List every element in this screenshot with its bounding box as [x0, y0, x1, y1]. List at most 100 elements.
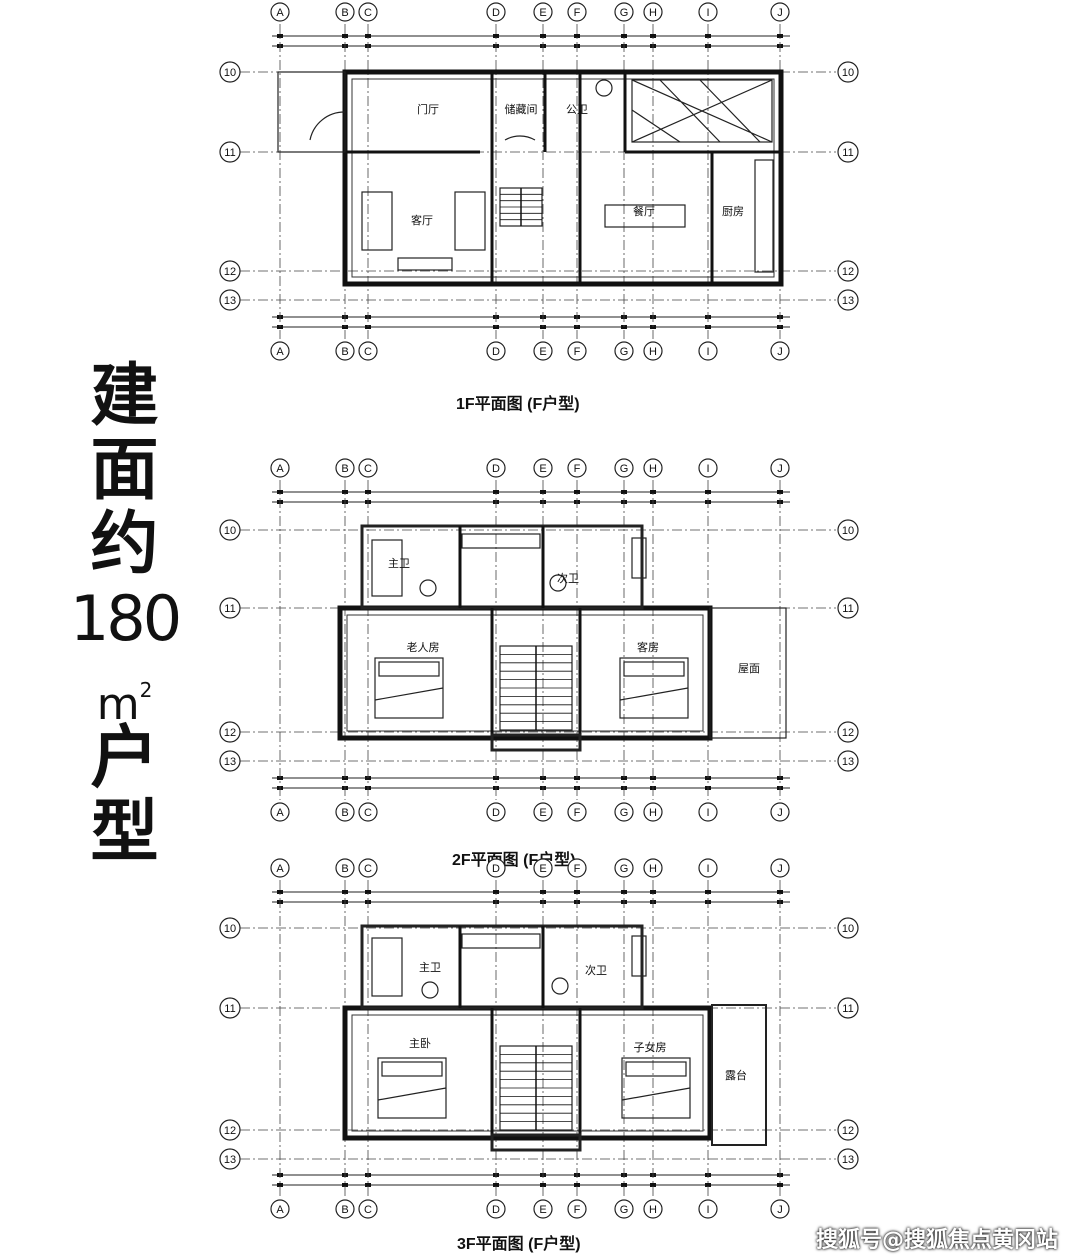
grid-column-label: C: [364, 1204, 372, 1216]
grid-column-label: G: [620, 807, 629, 819]
dimension-tick: [342, 1183, 348, 1187]
grid-column-label: C: [364, 346, 372, 358]
grid-column-label: I: [706, 7, 709, 19]
grid-column-label: H: [649, 863, 657, 875]
grid-column-marker: [270, 802, 290, 822]
bathroom-block: [360, 924, 644, 1010]
grid-column-label: J: [777, 863, 783, 875]
side-title-area-number: 180: [69, 582, 182, 655]
grid-column-marker: [770, 458, 790, 478]
dimension-tick: [621, 490, 627, 494]
grid-column-marker: [486, 458, 506, 478]
grid-column-label: A: [276, 863, 284, 875]
dimension-tick: [540, 890, 546, 894]
sofa: [361, 191, 393, 251]
dimension-tick: [574, 890, 580, 894]
dimension-tick: [621, 890, 627, 894]
bathtub: [371, 539, 403, 597]
grid-column-marker: [270, 1199, 290, 1219]
grid-row-marker: [837, 917, 859, 939]
grid-row-marker: [219, 750, 241, 772]
grid-column-marker: [698, 341, 718, 361]
grid-row-marker: [219, 141, 241, 163]
room-label: 主卧: [409, 1037, 431, 1050]
toilet: [421, 981, 439, 999]
grid-column-label: E: [539, 1204, 546, 1216]
dimension-tick: [365, 34, 371, 38]
grid-column-label: G: [620, 346, 629, 358]
grid-column-label: J: [777, 807, 783, 819]
grid-column-label: J: [777, 346, 783, 358]
bed-blanket: [374, 687, 444, 701]
grid-row-marker: [219, 1119, 241, 1141]
balcony-terrace: [711, 1004, 767, 1146]
kitchen-counter: [754, 159, 774, 273]
watermark: 搜狐号@搜狐焦点黄冈站: [815, 1228, 1058, 1253]
grid-column-marker: [358, 858, 378, 878]
grid-row-marker: [219, 260, 241, 282]
dimension-tick: [493, 890, 499, 894]
grid-row-marker: [219, 721, 241, 743]
grid-row-label: 10: [224, 923, 236, 935]
grid-row-marker: [837, 597, 859, 619]
grid-column-marker: [567, 1199, 587, 1219]
grid-row-marker: [837, 519, 859, 541]
grid-column-marker: [698, 858, 718, 878]
grid-column-marker: [643, 858, 663, 878]
grid-column-label: E: [539, 7, 546, 19]
room-label: 客厅: [411, 213, 433, 227]
grid-column-label: D: [492, 807, 500, 819]
side-title-char: 建: [90, 357, 159, 436]
grid-column-label: I: [706, 346, 709, 358]
grid-column-label: D: [492, 1204, 500, 1216]
grid-column-marker: [335, 458, 355, 478]
grid-column-marker: [358, 1199, 378, 1219]
grid-column-label: A: [276, 346, 284, 358]
dimension-tick: [277, 490, 283, 494]
grid-column-label: B: [341, 7, 348, 19]
grid-column-label: B: [341, 863, 348, 875]
grid-column-marker: [533, 2, 553, 22]
grid-column-marker: [270, 458, 290, 478]
room-label: 客房: [637, 640, 659, 654]
grid-column-marker: [567, 341, 587, 361]
grid-column-marker: [335, 1199, 355, 1219]
toilet: [549, 574, 567, 592]
grid-column-label: I: [706, 863, 709, 875]
room-label: 主卫: [419, 961, 441, 974]
grid-column-label: B: [341, 463, 348, 475]
grid-column-marker: [698, 458, 718, 478]
grid-column-marker: [567, 858, 587, 878]
grid-column-label: H: [649, 1204, 657, 1216]
grid-row-marker: [837, 260, 859, 282]
grid-column-label: C: [364, 807, 372, 819]
grid-row-marker: [219, 519, 241, 541]
interior-wall-line: [351, 1014, 704, 1132]
grid-column-label: E: [539, 463, 546, 475]
grid-row-label: 10: [842, 525, 854, 537]
grid-column-marker: [358, 2, 378, 22]
grid-column-marker: [643, 341, 663, 361]
grid-column-label: J: [777, 463, 783, 475]
grid-row-label: 13: [842, 1154, 854, 1166]
grid-row-label: 11: [842, 1003, 853, 1015]
room-label: 餐厅: [633, 204, 655, 218]
grid-column-marker: [335, 2, 355, 22]
shower-box: [631, 537, 647, 579]
grid-column-marker: [614, 1199, 634, 1219]
grid-column-marker: [358, 458, 378, 478]
grid-column-label: B: [341, 807, 348, 819]
side-title: 建 面 约 180 m2 户 型: [62, 362, 187, 872]
dimension-tick: [493, 34, 499, 38]
grid-column-label: A: [276, 7, 284, 19]
grid-column-marker: [270, 858, 290, 878]
grid-row-label: 12: [842, 727, 854, 739]
grid-column-marker: [533, 458, 553, 478]
grid-column-label: F: [574, 807, 581, 819]
grid-column-marker: [698, 802, 718, 822]
grid-column-marker: [358, 802, 378, 822]
grid-column-marker: [270, 341, 290, 361]
